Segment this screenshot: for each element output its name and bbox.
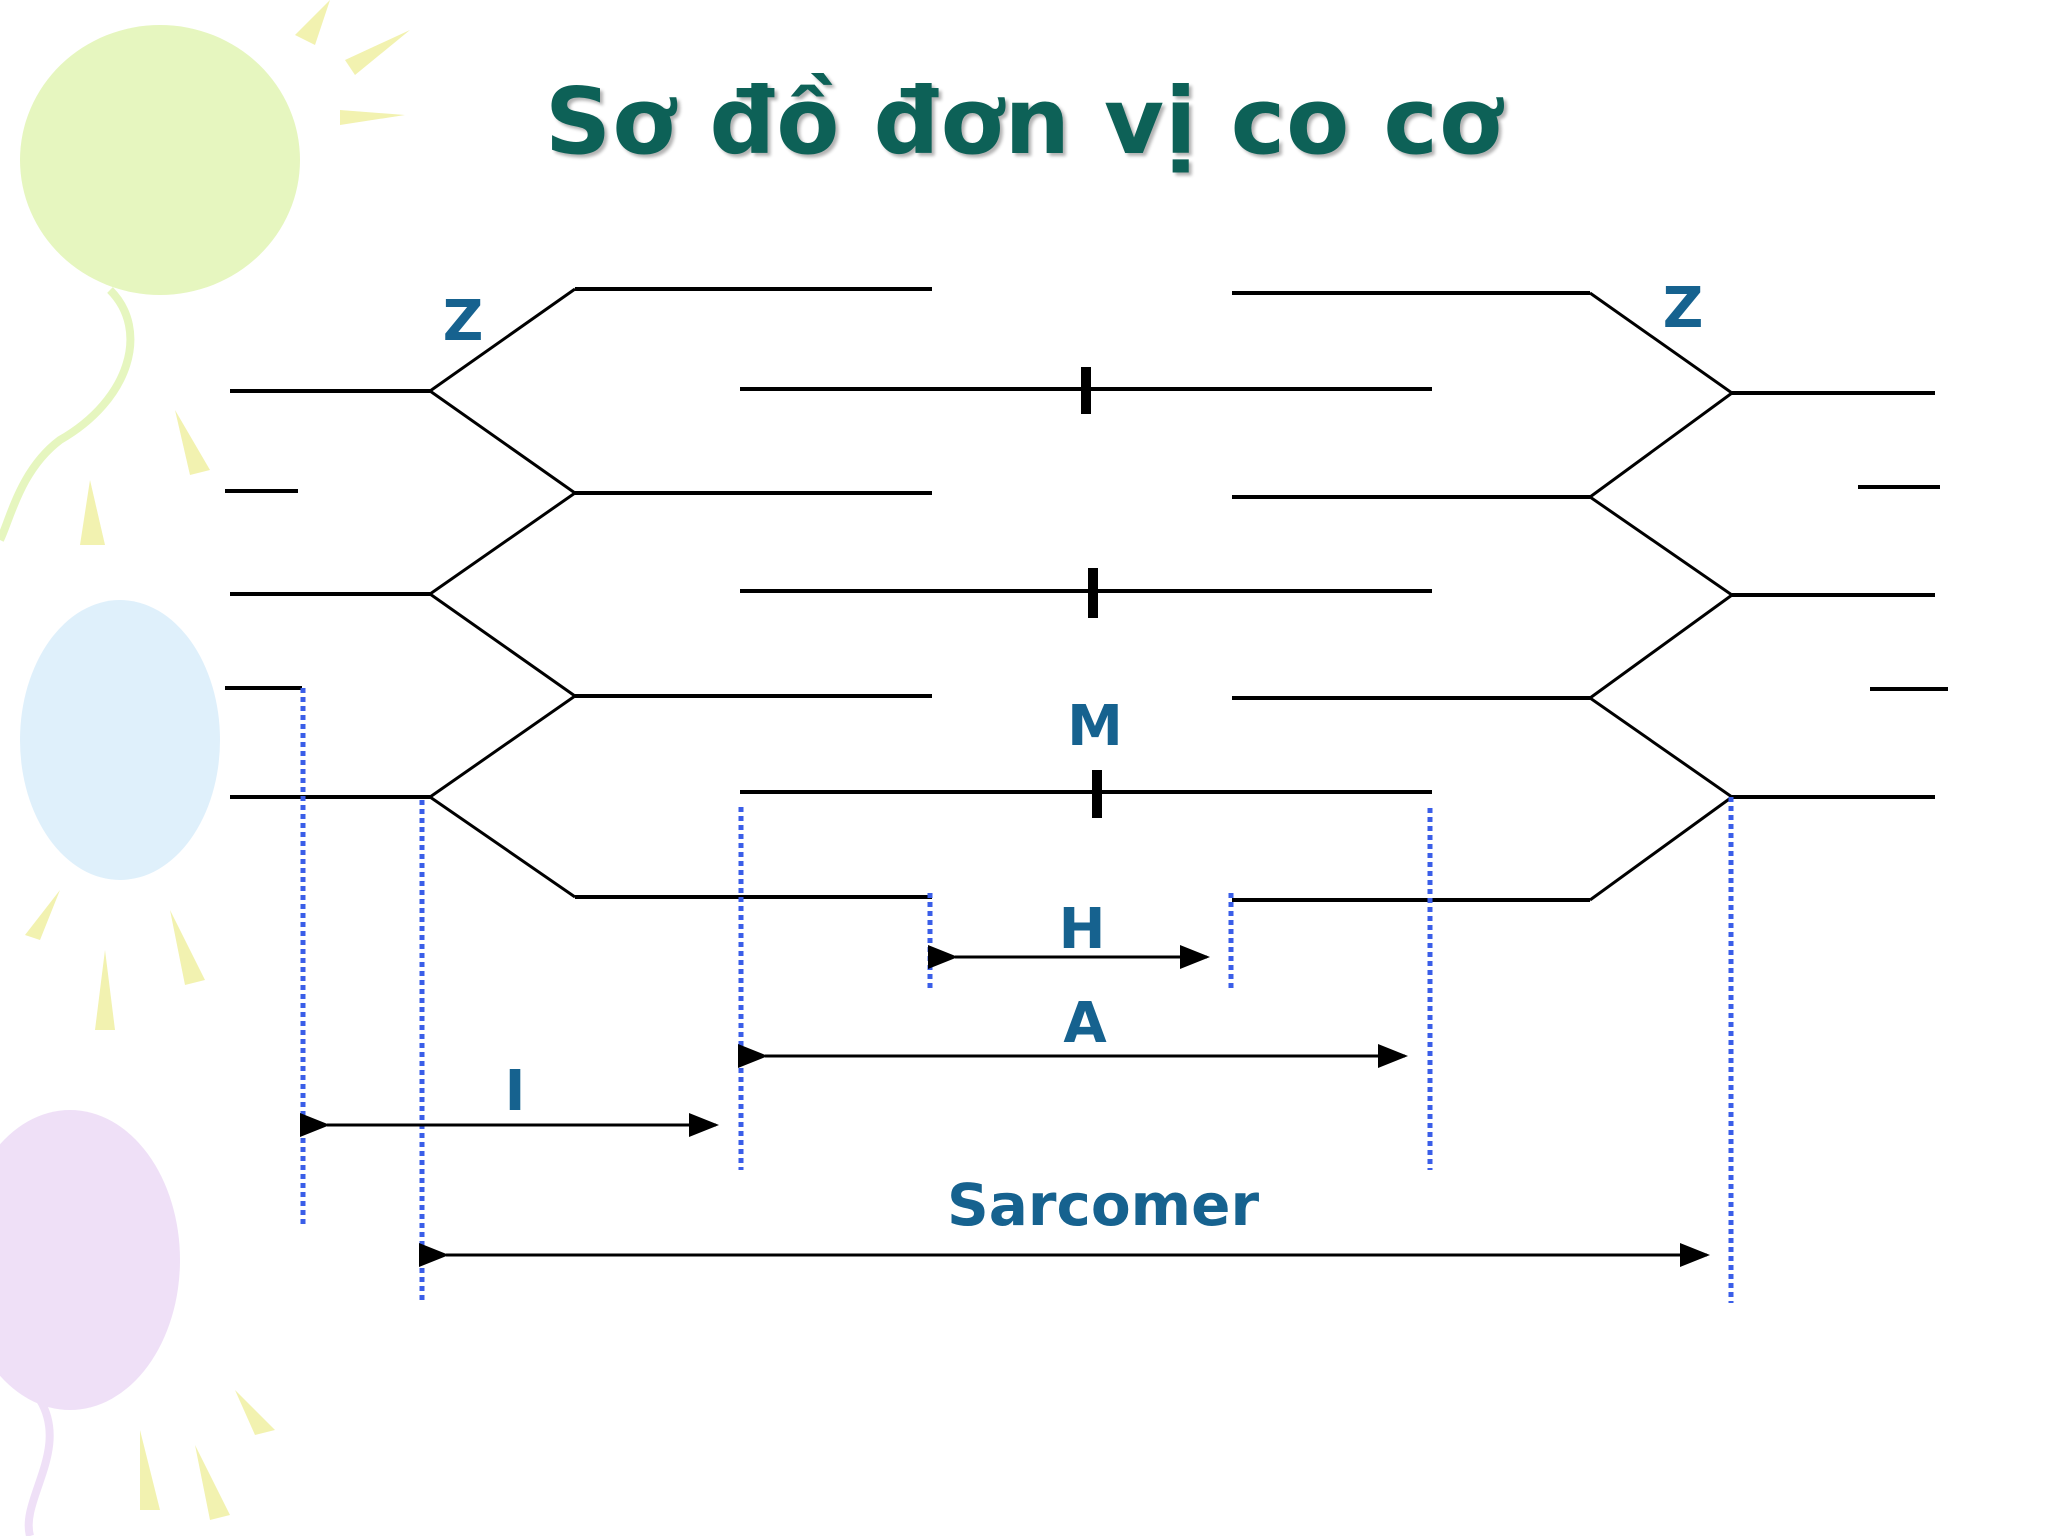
slide-title: Sơ đồ đơn vị co cơ <box>544 68 1504 175</box>
guide-lines <box>300 688 1734 1303</box>
z-label-left: Z <box>443 289 484 354</box>
z-line-right <box>1587 291 1735 902</box>
balloon-purple <box>0 1110 180 1536</box>
balloon-blue <box>20 600 220 880</box>
thin-filaments-right <box>1232 291 1948 902</box>
thin-filaments-left <box>225 287 932 899</box>
sarcomere-label: Sarcomer <box>947 1171 1260 1239</box>
z-line-left <box>427 287 578 899</box>
sun-rays <box>25 0 410 1520</box>
a-band-label: A <box>1063 991 1107 1056</box>
m-line-marks <box>1081 367 1102 818</box>
z-label-right: Z <box>1663 276 1704 341</box>
i-band-label: I <box>505 1059 526 1124</box>
balloon-green <box>0 25 300 542</box>
m-line-label: M <box>1067 694 1123 759</box>
measurement-arrows <box>300 945 1710 1267</box>
h-zone-label: H <box>1059 897 1106 962</box>
